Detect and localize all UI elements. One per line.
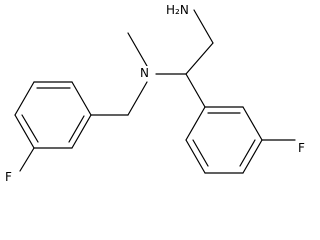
ring-left-bond	[71, 81, 92, 116]
bond-ring-f-left	[19, 147, 35, 172]
ring-left-bond	[71, 114, 92, 149]
nitrogen-label: N	[139, 66, 150, 80]
ring-left-double	[21, 114, 39, 143]
fluorine-left-label: F	[4, 170, 13, 184]
fluorine-right-label: F	[297, 141, 306, 155]
ring-left-bond	[14, 81, 35, 116]
ring-right-bond	[185, 139, 206, 174]
ring-right-bond	[242, 139, 263, 174]
ring-left-bond	[14, 114, 35, 149]
ring-right-double	[239, 139, 256, 167]
ring-right-double	[192, 139, 209, 167]
bond-amine-ch2	[193, 9, 214, 44]
ring-right-bond	[185, 106, 206, 141]
bond-n-benzyl	[127, 81, 148, 116]
bond-layer	[14, 9, 296, 174]
bond-ch-ring	[185, 73, 206, 108]
ring-right-bond	[242, 106, 263, 141]
molecule-structure: H₂N N F F	[4, 3, 306, 184]
bond-ch2-ch	[185, 42, 214, 75]
amine-label: H₂N	[165, 3, 190, 17]
bond-n-methyl	[127, 32, 148, 67]
ring-left-double	[68, 115, 85, 143]
